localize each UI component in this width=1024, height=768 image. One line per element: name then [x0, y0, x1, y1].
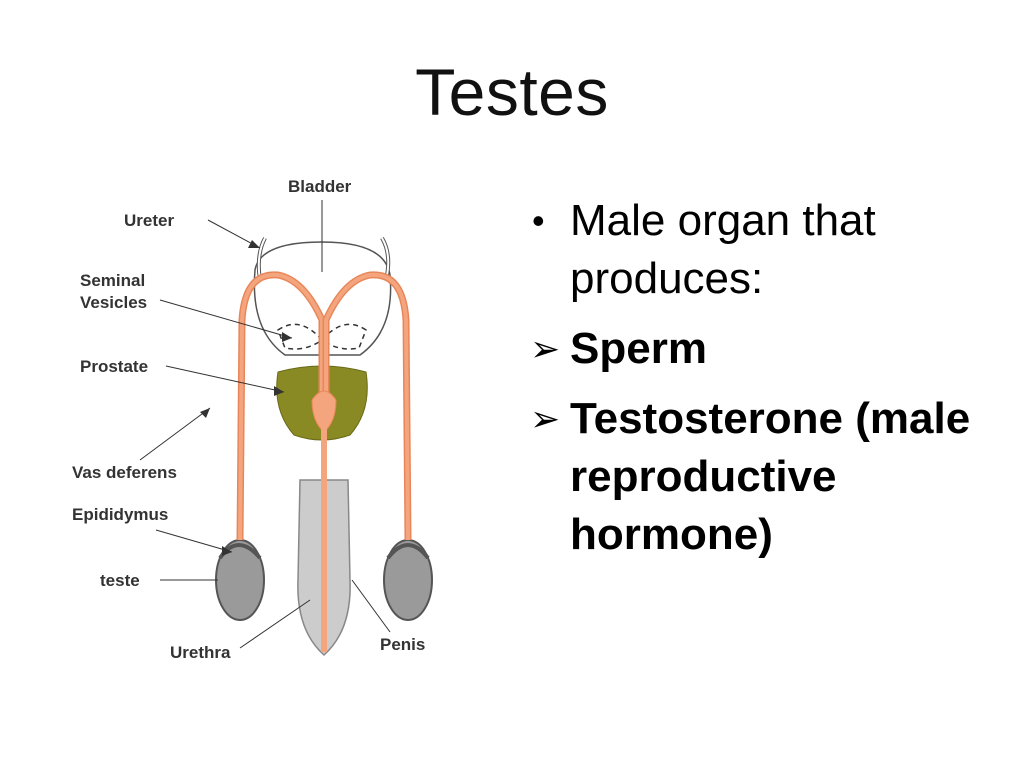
label-urethra: Urethra	[170, 643, 231, 662]
bladder-shape	[253, 241, 392, 356]
leader-penis	[351, 579, 391, 633]
sub-bullet-sperm: ➢ Sperm	[528, 320, 1008, 378]
arrow-seminal	[282, 332, 292, 342]
arrow-vas	[200, 408, 210, 418]
label-vas-deferens: Vas deferens	[72, 463, 177, 482]
leader-seminal-vesicles	[159, 299, 293, 339]
arrow-prostate	[274, 386, 284, 396]
sub-bullet-text: Testosterone (male reproductive hormone)	[570, 394, 971, 559]
right-epididymus	[386, 543, 430, 560]
label-prostate: Prostate	[80, 357, 148, 376]
arrow-bullet-icon: ➢	[530, 398, 561, 439]
label-seminal-1: Seminal	[80, 271, 145, 290]
leader-prostate	[165, 365, 285, 393]
sub-bullet-text: Sperm	[570, 324, 707, 373]
label-ureter: Ureter	[124, 211, 174, 230]
diagram-svg: Bladder Ureter Seminal Vesicles Prostate…	[72, 177, 433, 662]
label-teste: teste	[100, 571, 140, 590]
leader-vas-deferens	[139, 407, 211, 461]
slide-title: Testes	[415, 55, 609, 129]
sub-bullet-testosterone: ➢ Testosterone (male reproductive hormon…	[528, 390, 1008, 564]
label-epididymus: Epididymus	[72, 505, 168, 524]
arrow-bullet-icon: ➢	[530, 328, 561, 369]
leader-urethra	[239, 599, 311, 649]
left-seminal-vesicle	[277, 323, 324, 350]
arrow-epididymus	[222, 546, 232, 556]
right-seminal-vesicle	[320, 323, 367, 350]
bullet-dot-icon: •	[532, 200, 545, 241]
bullet-item: • Male organ that produces:	[528, 192, 1008, 308]
leader-epididymus	[155, 529, 233, 553]
label-penis: Penis	[380, 635, 425, 654]
bullet-list: • Male organ that produces: ➢ Sperm ➢ Te…	[528, 192, 1008, 564]
male-reproductive-diagram: Bladder Ureter Seminal Vesicles Prostate…	[60, 160, 500, 690]
right-vas-deferens-core	[324, 272, 410, 541]
left-vas-deferens-core	[238, 272, 324, 541]
bullet-text: Male organ that produces:	[570, 196, 876, 303]
arrow-ureter	[248, 240, 260, 248]
label-seminal-2: Vesicles	[80, 293, 147, 312]
arrowheads	[200, 240, 292, 556]
label-bladder: Bladder	[288, 177, 352, 196]
